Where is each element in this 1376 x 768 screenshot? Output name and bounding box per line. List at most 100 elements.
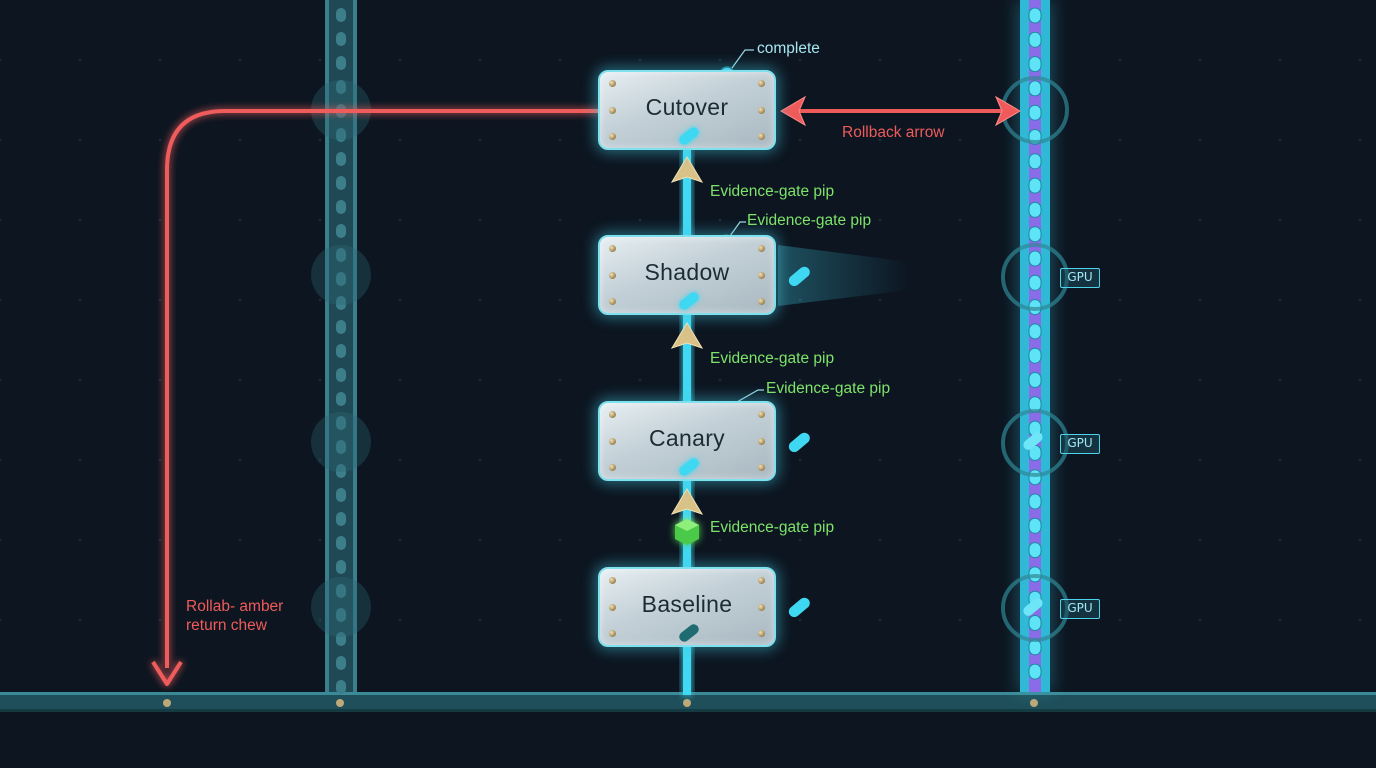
rail-link — [336, 368, 346, 382]
rail-link — [1028, 177, 1042, 194]
rivet — [758, 298, 765, 305]
rivet — [758, 604, 765, 611]
rivet — [758, 80, 765, 87]
rail-link — [1028, 104, 1042, 121]
rail-link — [336, 128, 346, 142]
right-rail — [1001, 0, 1069, 692]
capsule-icon — [677, 125, 701, 147]
rail-link — [336, 200, 346, 214]
rail-link — [1028, 7, 1042, 24]
capsule-icon — [677, 456, 701, 478]
rail-link — [1028, 56, 1042, 73]
complete-label: complete — [757, 40, 820, 57]
rail-link — [336, 608, 346, 622]
rail-link — [336, 488, 346, 502]
stage-label: Cutover — [645, 94, 729, 120]
evidence-gate-label: Evidence-gate pip — [747, 212, 872, 229]
rail-link — [336, 272, 346, 286]
stage-canary[interactable]: Canary — [598, 401, 776, 481]
rivet — [609, 464, 616, 471]
rail-link — [336, 656, 346, 670]
rail-link — [336, 344, 346, 358]
rivet — [609, 107, 616, 114]
rail-link — [336, 440, 346, 454]
rail-link — [1028, 31, 1042, 48]
rivet — [758, 107, 765, 114]
rail-link — [336, 224, 346, 238]
rivet — [609, 438, 616, 445]
rivet — [609, 245, 616, 252]
evidence-gate-cube — [675, 519, 699, 545]
rivet — [609, 604, 616, 611]
rail-link — [336, 248, 346, 262]
rail-link — [336, 536, 346, 550]
left-rail — [311, 0, 371, 694]
gpu-badge: GPU — [1060, 599, 1100, 619]
rivet — [609, 298, 616, 305]
rail-link — [336, 80, 346, 94]
stage-label: Baseline — [641, 591, 733, 617]
gpu-badge: GPU — [1060, 268, 1100, 288]
stage-shadow[interactable]: Shadow — [598, 235, 776, 315]
rail-link — [1028, 372, 1042, 388]
rivet — [758, 245, 765, 252]
stage-side-capsules — [788, 266, 810, 618]
rollback-arrow — [780, 95, 1021, 127]
rail-link — [1028, 274, 1042, 291]
up-arrow-icon — [670, 156, 704, 183]
rail-link — [336, 176, 346, 190]
evidence-gate-label: Evidence-gate pip — [710, 183, 835, 200]
capsule-icon — [677, 290, 701, 312]
rail-link — [1028, 493, 1042, 510]
rail-link — [1028, 153, 1042, 170]
rail-link — [1028, 469, 1042, 486]
rail-link — [1028, 347, 1042, 364]
rivet — [758, 411, 765, 418]
rail-link — [1028, 323, 1042, 340]
rivet — [609, 630, 616, 637]
rail-link — [1028, 517, 1042, 534]
stage-label: Canary — [649, 425, 725, 451]
stage-baseline[interactable]: Baseline — [598, 567, 776, 647]
rivet — [758, 630, 765, 637]
rail-link — [1028, 201, 1042, 218]
rivet — [758, 438, 765, 445]
evidence-gate-label: Evidence-gate pip — [766, 380, 891, 397]
stage-label: Shadow — [644, 259, 730, 285]
leader-lines — [729, 49, 764, 407]
rollback-return-label-line1: Rollab- amber — [186, 598, 284, 615]
rivet — [758, 577, 765, 584]
shadow-beam — [778, 245, 910, 306]
rail-link — [1028, 639, 1042, 656]
gpu-badge: GPU — [1060, 434, 1100, 454]
rivet — [609, 272, 616, 279]
rivet — [609, 80, 616, 87]
rail-link — [336, 32, 346, 46]
evidence-gate-label: Evidence-gate pip — [710, 350, 835, 367]
rivet — [609, 411, 616, 418]
rollback-arrow-label: Rollback arrow — [842, 124, 945, 141]
rivet — [758, 133, 765, 140]
rail-link — [336, 632, 346, 646]
rivet — [609, 133, 616, 140]
rail-link — [336, 464, 346, 478]
rail-link — [1028, 615, 1042, 631]
rail-link — [1028, 542, 1042, 559]
evidence-gate-label: Evidence-gate pip — [710, 519, 835, 536]
rail-link — [336, 512, 346, 526]
rivet — [758, 272, 765, 279]
promotion-arrows — [670, 156, 704, 515]
rail-link — [336, 416, 346, 430]
stage-cutover[interactable]: Cutover — [598, 70, 776, 150]
rail-link — [1028, 226, 1042, 243]
rail-link — [1028, 250, 1042, 267]
rail-link — [336, 152, 346, 166]
rail-link — [336, 296, 346, 310]
rail-link — [336, 8, 346, 22]
rail-link — [336, 560, 346, 574]
rail-link — [1028, 80, 1042, 97]
rivet — [758, 464, 765, 471]
rollback-return-line — [151, 109, 600, 686]
rollback-return-label-line2: return chew — [186, 617, 267, 634]
